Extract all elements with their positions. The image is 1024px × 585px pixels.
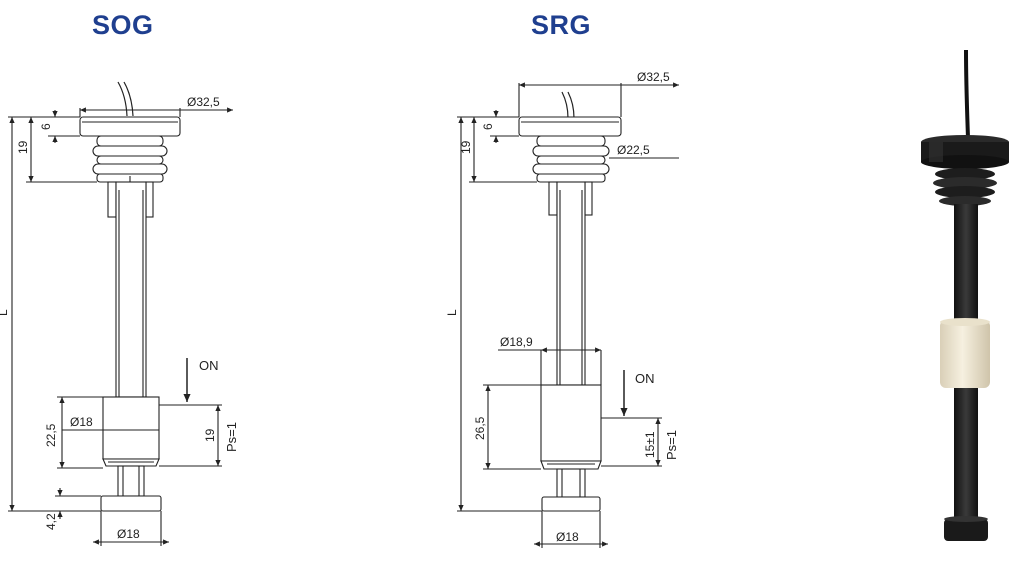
photo-cable [964, 49, 970, 139]
sog-cable [117, 81, 128, 117]
srg-rod [556, 181, 586, 386]
sog-bottom-stop [100, 495, 162, 512]
srg-float-diameter-label: Ø18,9 [500, 335, 533, 349]
sog-drawing [8, 81, 233, 546]
sog-head-cap [79, 116, 181, 137]
sog-float-height-label: 22,5 [44, 423, 58, 447]
sensor-product-photo [921, 49, 1009, 541]
sog-switch-travel-label: 19 [203, 428, 217, 442]
sog-bottom-diameter-label: Ø18 [117, 527, 140, 541]
srg-thread-diameter-label: Ø22,5 [617, 143, 650, 157]
sog-float-diameter-label: Ø18 [70, 415, 93, 429]
srg-title: SRG [531, 10, 592, 40]
srg-head-cap [518, 116, 622, 137]
srg-cap-height-label: 6 [481, 123, 495, 130]
srg-switch-label: Ps=1 [664, 430, 679, 460]
sog-cap-height-label: 6 [39, 123, 53, 130]
srg-switch-travel-label: 15±1 [643, 431, 657, 458]
srg-head-diameter-label: Ø32,5 [637, 70, 670, 84]
sog-rod [115, 181, 147, 398]
srg-float-height-label: 26,5 [473, 416, 487, 440]
sog-float [102, 396, 160, 460]
sog-on-label: ON [199, 358, 219, 373]
srg-drawing [457, 82, 679, 548]
srg-on-label: ON [635, 371, 655, 386]
srg-thread-height-label: 19 [459, 140, 473, 154]
sog-thread-height-label: 19 [16, 140, 30, 154]
sog-bottom-height-label: 4,2 [44, 513, 58, 530]
srg-bottom-stop [541, 496, 601, 512]
sog-head-diameter-label: Ø32,5 [187, 95, 220, 109]
srg-length-label: L [445, 309, 459, 316]
sog-switch-label: Ps=1 [224, 422, 239, 452]
photo-float [940, 320, 990, 388]
sog-length-label: L [0, 309, 10, 316]
srg-cable [561, 91, 569, 119]
srg-float [540, 384, 602, 462]
srg-bottom-diameter-label: Ø18 [556, 530, 579, 544]
sog-title: SOG [92, 10, 154, 40]
srg-thread [532, 135, 610, 183]
